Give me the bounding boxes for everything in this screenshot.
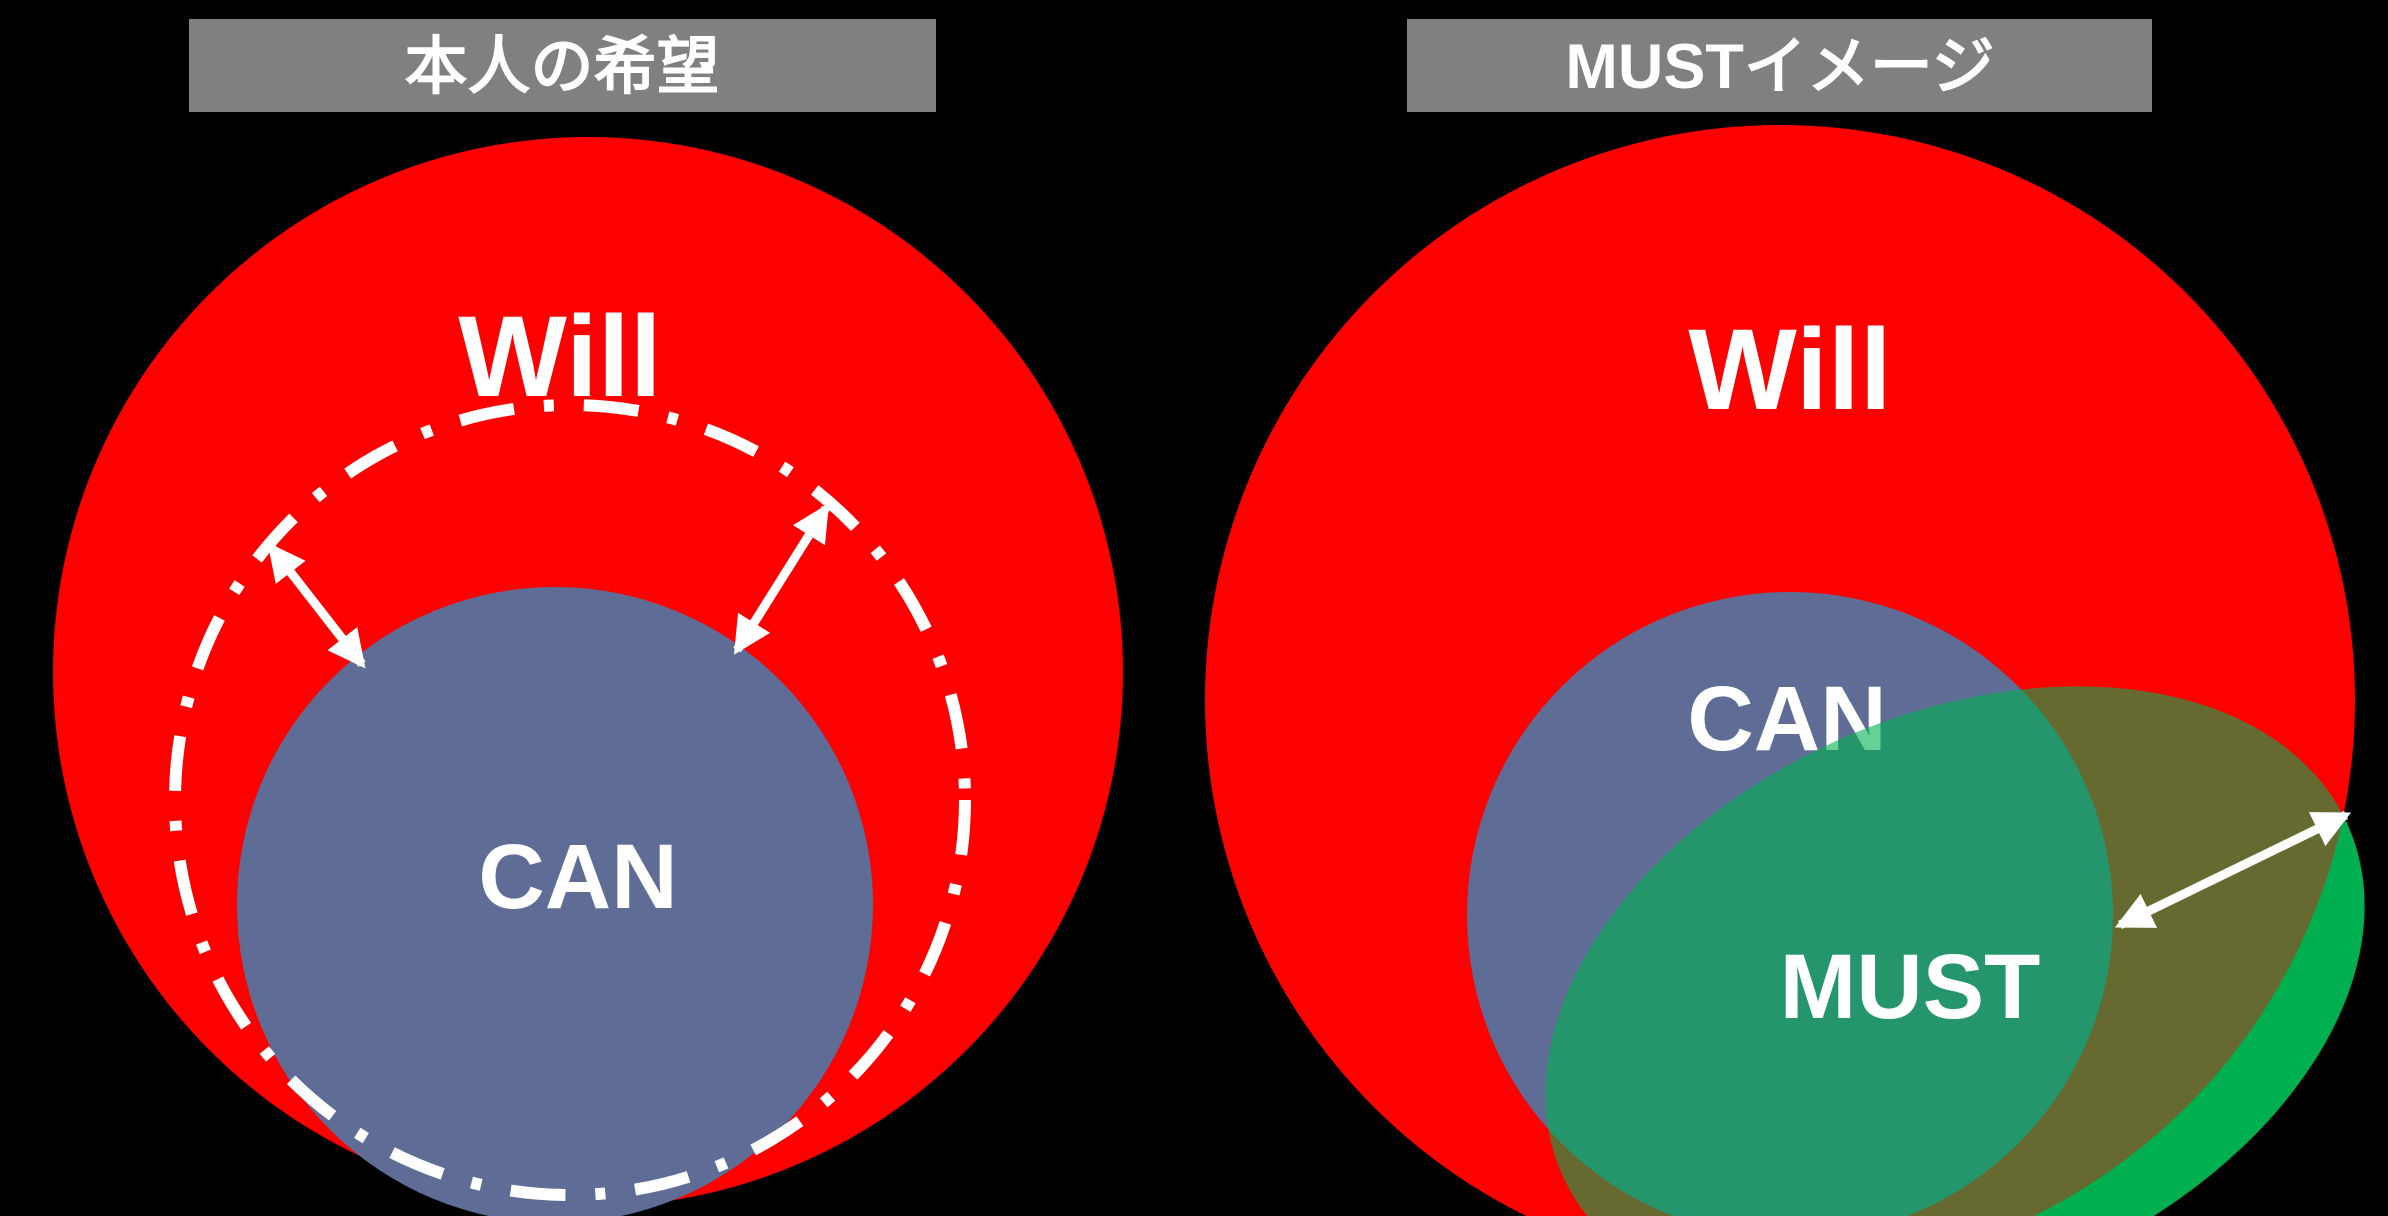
right-title: MUSTイメージ (1565, 32, 1994, 102)
left-diagram: 本人の希望 Will CAN (53, 19, 1123, 1216)
left-can-circle (237, 587, 873, 1216)
left-can-label: CAN (478, 826, 677, 928)
left-gap-arrow-west (267, 542, 366, 669)
left-title-box (189, 19, 936, 112)
left-dash-dot-target-circle (169, 399, 971, 1201)
right-diagram: MUSTイメージ Will CAN MUST (1205, 19, 2365, 1216)
right-will-label: Will (1688, 306, 1891, 434)
right-must-label: MUST (1780, 936, 2041, 1038)
left-will-label: Will (458, 293, 661, 421)
left-gap-arrow-east (733, 503, 830, 655)
left-title: 本人の希望 (405, 32, 720, 102)
right-gap-arrow (2114, 810, 2352, 930)
right-title-box (1407, 19, 2152, 112)
